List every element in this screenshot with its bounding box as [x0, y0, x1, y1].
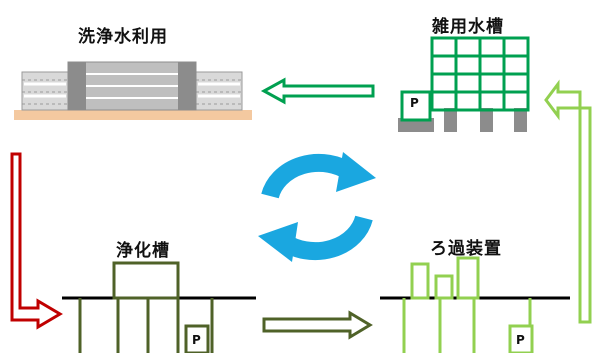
- arrow-tank-to-building: [260, 77, 375, 105]
- pump-label-septic: P: [192, 333, 201, 347]
- label-septic-tank: 浄化槽: [116, 241, 170, 261]
- filtration-unit-illustration: [380, 256, 570, 353]
- arrow-building-to-septic: [10, 152, 63, 330]
- water-tank-illustration: [398, 36, 530, 132]
- label-washing-water-use: 洗浄水利用: [78, 27, 168, 47]
- circular-recycle-arrows-icon: [258, 152, 376, 262]
- pump-label-tank: P: [410, 96, 419, 110]
- arrow-septic-to-filter: [262, 310, 373, 340]
- septic-tank-illustration: [62, 261, 256, 353]
- label-misc-water-tank: 雑用水槽: [432, 17, 504, 37]
- label-filtration-unit: ろ過装置: [430, 239, 502, 259]
- arrow-filter-to-tank: [544, 79, 592, 324]
- building-illustration: [14, 61, 252, 120]
- pump-label-filter: P: [516, 333, 525, 347]
